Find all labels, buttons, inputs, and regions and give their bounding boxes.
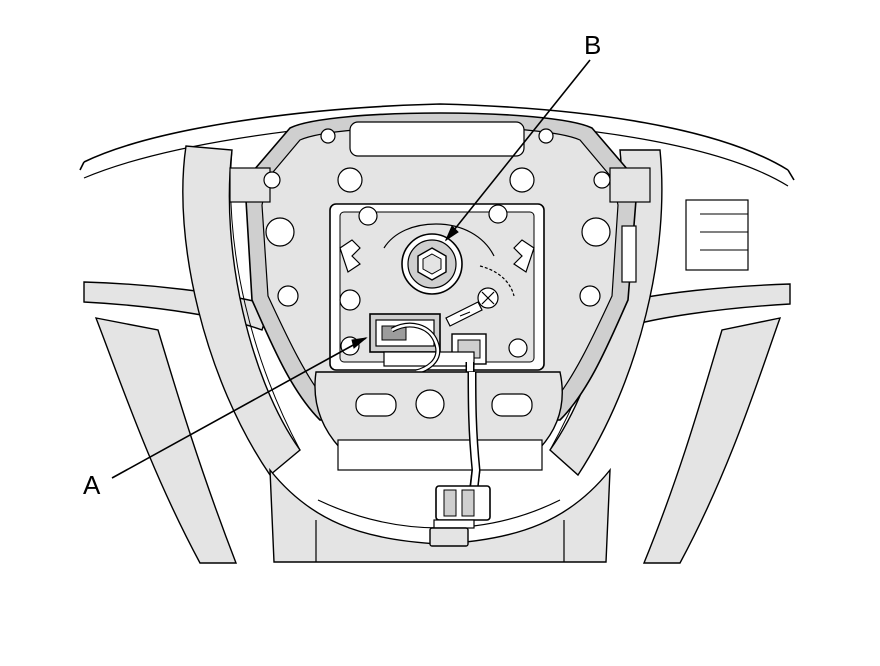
callout-label-b: B [584,30,602,60]
wheel-rim [79,103,795,187]
ground-screw [445,287,499,327]
harness-wire [467,371,481,489]
left-spoke [83,145,301,564]
steering-nut [401,233,463,295]
leader-line-b [444,59,591,242]
dangling-connector [429,485,491,547]
lower-hub [314,289,563,471]
callout-label-a: A [83,470,101,500]
leader-line-a [111,337,368,479]
